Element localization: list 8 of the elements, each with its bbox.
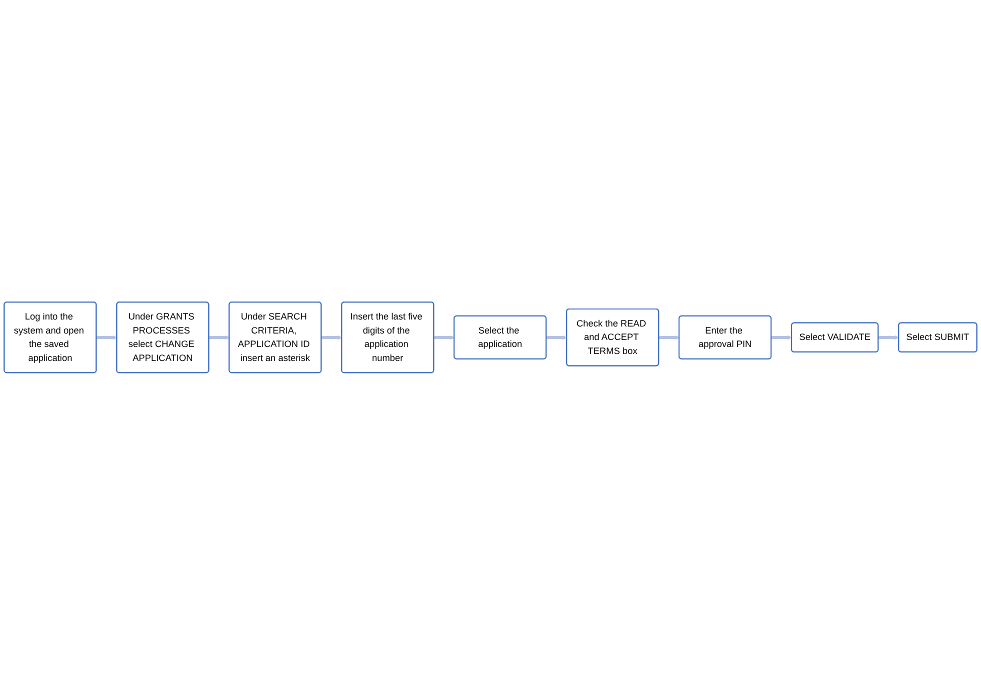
- arrow: [878, 334, 900, 340]
- arrow: [321, 334, 342, 340]
- arrow: [771, 334, 792, 340]
- arrow: [658, 334, 680, 340]
- arrow: [434, 334, 455, 340]
- arrow: [96, 334, 118, 340]
- arrow: [208, 334, 230, 340]
- arrow: [546, 334, 568, 340]
